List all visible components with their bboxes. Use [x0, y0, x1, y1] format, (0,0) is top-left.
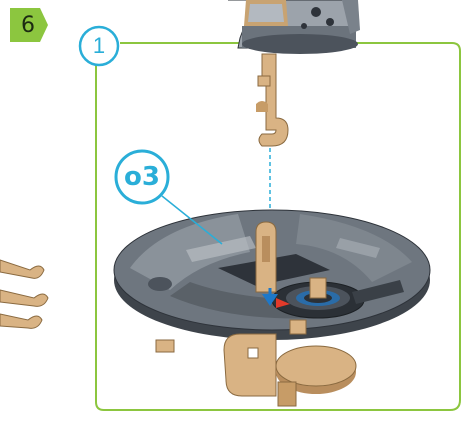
top-housing [228, 0, 360, 54]
step-number: 6 [10, 8, 46, 42]
sub-step-number: 1 [79, 26, 119, 66]
loose-wooden-parts [0, 260, 48, 328]
plate-post-part [256, 222, 276, 292]
part-label: o3 [112, 149, 172, 205]
hanging-hook-part [256, 54, 288, 146]
